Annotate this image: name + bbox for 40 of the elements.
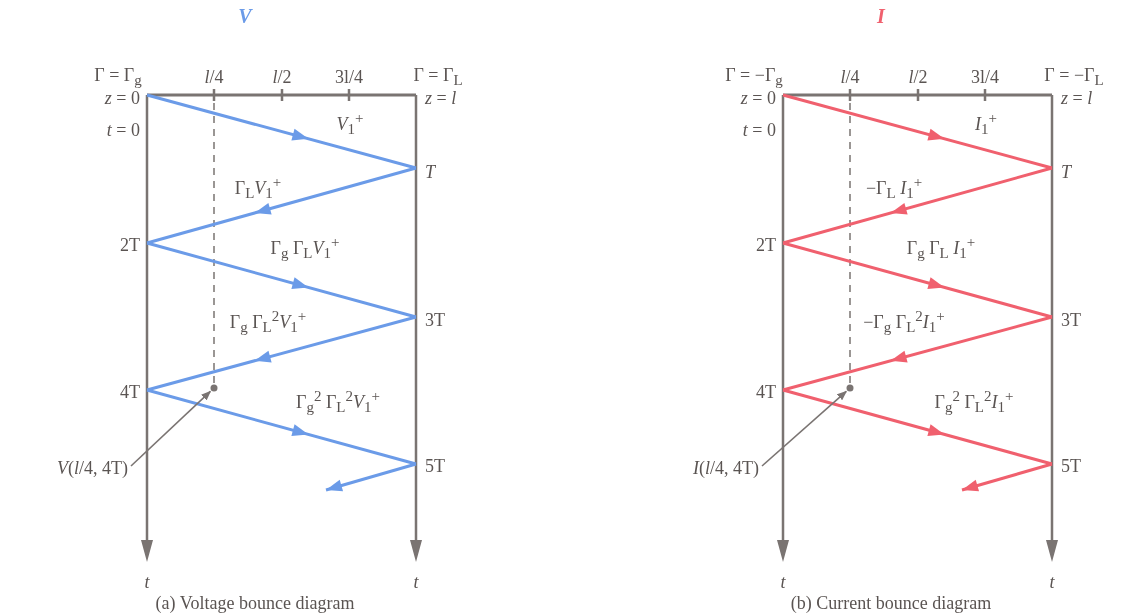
time-label: 2T: [120, 236, 140, 254]
time-label: t = 0: [106, 121, 140, 139]
point-label: V(l/4, 4T): [57, 459, 128, 477]
position-label: l/4: [204, 68, 224, 86]
boundary-label: Γ = Γ$_{g}$: [94, 65, 142, 89]
time-label: T: [425, 163, 435, 181]
point-label: I(l/4, 4T): [693, 459, 759, 477]
time-label: t = 0: [742, 121, 776, 139]
leader-line: [761, 390, 848, 467]
axis-label: t: [1049, 573, 1055, 591]
position-label: z = l: [1061, 89, 1093, 107]
position-label: z = 0: [740, 89, 776, 107]
position-label: z = 0: [104, 89, 140, 107]
time-label: 3T: [1061, 311, 1081, 329]
time-label: 5T: [1061, 457, 1081, 475]
caption: (b) Current bounce diagram: [790, 594, 992, 612]
time-label: 3T: [425, 311, 445, 329]
boundary-label: Γ = −Γ$_{L}$: [1044, 65, 1104, 89]
panel-title: I: [877, 6, 885, 26]
position-label: l/4: [840, 68, 860, 86]
time-label: 4T: [756, 383, 776, 401]
time-label: 2T: [756, 236, 776, 254]
point-marker: [846, 384, 854, 392]
caption: (a) Voltage bounce diagram: [155, 594, 355, 612]
time-label: 4T: [120, 383, 140, 401]
panel-title: V: [238, 6, 252, 26]
axis-label: t: [144, 573, 150, 591]
boundary-label: Γ = −Γ$_{g}$: [725, 65, 783, 89]
position-label: 3l/4: [971, 68, 999, 86]
leader-line: [130, 390, 212, 467]
time-label: 5T: [425, 457, 445, 475]
position-label: l/2: [908, 68, 928, 86]
position-label: z = l: [425, 89, 457, 107]
point-marker: [210, 384, 218, 392]
time-label: T: [1061, 163, 1071, 181]
position-label: l/2: [272, 68, 292, 86]
position-label: 3l/4: [335, 68, 363, 86]
boundary-label: Γ = Γ$_{L}$: [413, 65, 463, 89]
axis-label: t: [780, 573, 786, 591]
axis-label: t: [413, 573, 419, 591]
